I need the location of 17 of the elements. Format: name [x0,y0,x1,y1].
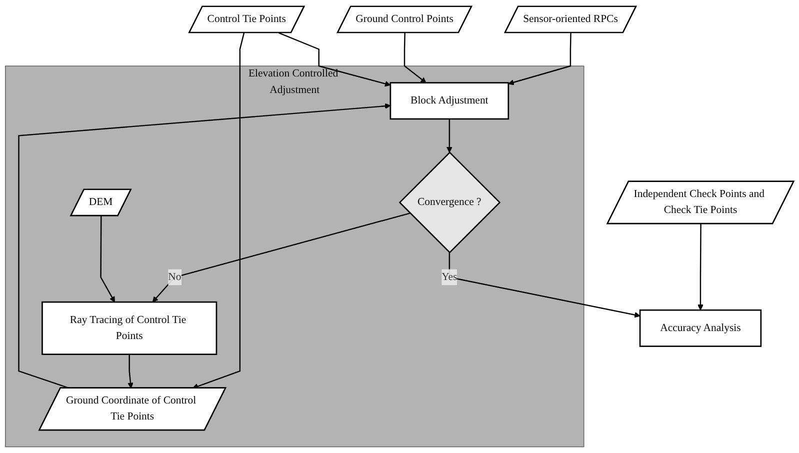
arrow [278,32,391,86]
edge-label: Yes [442,271,458,283]
arrow [192,32,245,390]
node-box: Ray Tracing of Control Tie Points [42,301,218,355]
arrow [404,32,426,83]
arrow [128,354,134,388]
arrow [446,118,452,153]
node-box: Accuracy Analysis [639,309,762,347]
arrow [152,212,410,302]
node-box: Block Adjustment [390,82,510,120]
arrow [18,103,391,389]
arrow [508,32,572,86]
arrow [698,224,704,310]
arrow [448,252,640,318]
node-diamond: Convergence ? [398,151,501,254]
edge-label: No [168,271,182,283]
arrow [100,216,115,302]
